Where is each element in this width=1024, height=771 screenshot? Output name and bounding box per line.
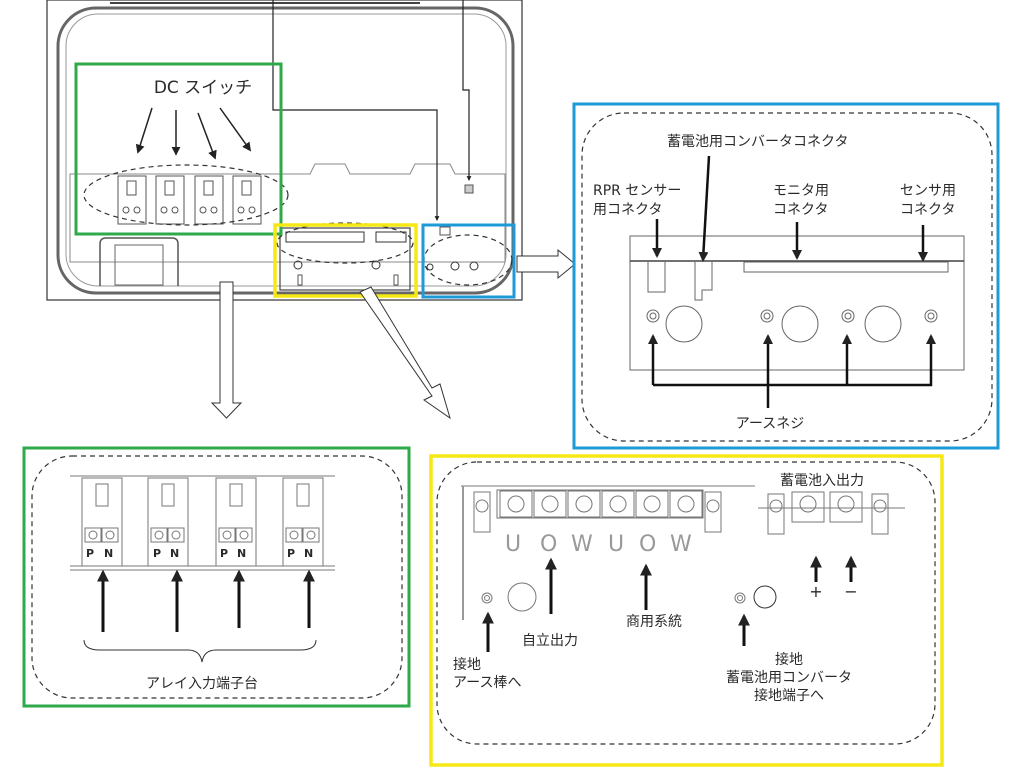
monitor-connector-label-line2: コネクタ xyxy=(773,202,829,218)
terminal-letter-u2: U xyxy=(608,532,625,557)
ac-terminal-drawing xyxy=(461,485,905,620)
terminal-4-p: P xyxy=(287,547,296,560)
terminal-letter-o1: O xyxy=(540,532,558,557)
ground-left-label-line2: アース棒へ xyxy=(453,675,522,691)
yellow-panel-arrows xyxy=(482,555,857,652)
rpr-sensor-connector-label-line2: 用コネクタ xyxy=(593,202,663,218)
sensor-connector-label-line1: センサ用 xyxy=(900,183,956,199)
battery-minus-label: − xyxy=(844,582,858,601)
connector-board-drawing xyxy=(629,235,965,371)
array-terminal-block-label: アレイ入力端子台 xyxy=(146,676,258,692)
terminal-2-n: N xyxy=(170,547,180,560)
terminal-3-p: P xyxy=(220,547,229,560)
arrow-to-blue-panel xyxy=(516,248,576,280)
unit-outer-frame xyxy=(46,0,523,301)
commercial-grid-label: 商用系統 xyxy=(626,614,682,630)
unit-handle xyxy=(99,237,179,286)
blue-highlight-box xyxy=(421,223,516,299)
dc-switch-highlight xyxy=(83,164,289,226)
ground-right-label-line1: 接地 xyxy=(775,652,803,668)
green-detail-panel xyxy=(22,446,411,708)
unit-casing xyxy=(56,6,515,295)
terminal-2-p: P xyxy=(153,547,162,560)
terminal-letter-o2: O xyxy=(639,532,657,557)
blue-panel-arrows xyxy=(648,155,936,408)
ground-right-label-line3: 接地端子へ xyxy=(754,688,824,704)
battery-io-label: 蓄電池入出力 xyxy=(780,473,864,489)
earth-screw-label: アースネジ xyxy=(735,416,805,432)
green-highlight-box xyxy=(74,62,283,236)
array-terminal-drawing xyxy=(70,475,335,571)
yellow-highlight-box xyxy=(273,223,418,298)
rpr-sensor-connector-label-line1: RPR センサー xyxy=(593,183,682,199)
arrow-to-green-panel xyxy=(210,281,243,419)
battery-plus-label: + xyxy=(809,582,823,601)
array-brace xyxy=(83,639,317,663)
terminal-1-p: P xyxy=(86,547,95,560)
ground-left-label-line1: 接地 xyxy=(453,657,481,673)
dc-switch-blocks xyxy=(117,175,262,225)
arrow-to-yellow-panel xyxy=(359,286,451,420)
independent-output-label: 自立出力 xyxy=(522,633,578,649)
monitor-connector-label-line1: モニタ用 xyxy=(773,183,829,199)
terminal-1-n: N xyxy=(104,547,114,560)
battery-converter-connector-label: 蓄電池用コンバータコネクタ xyxy=(667,134,849,150)
unit-overview xyxy=(46,0,523,301)
terminal-4-n: N xyxy=(304,547,314,560)
terminal-3-n: N xyxy=(237,547,247,560)
array-terminal-arrows xyxy=(97,569,315,632)
blue-detail-panel xyxy=(572,102,1000,450)
dc-switch-label: DC スイッチ xyxy=(153,78,253,98)
sensor-connector-label-line2: コネクタ xyxy=(900,202,956,218)
ground-right-label-line2: 蓄電池用コンバータ xyxy=(726,670,852,686)
yellow-detail-panel xyxy=(429,454,944,767)
dc-switch-arrows xyxy=(135,107,252,160)
terminal-letter-u1: U xyxy=(505,532,522,557)
terminal-letter-w1: W xyxy=(571,532,593,557)
terminal-letter-w2: W xyxy=(670,532,692,557)
